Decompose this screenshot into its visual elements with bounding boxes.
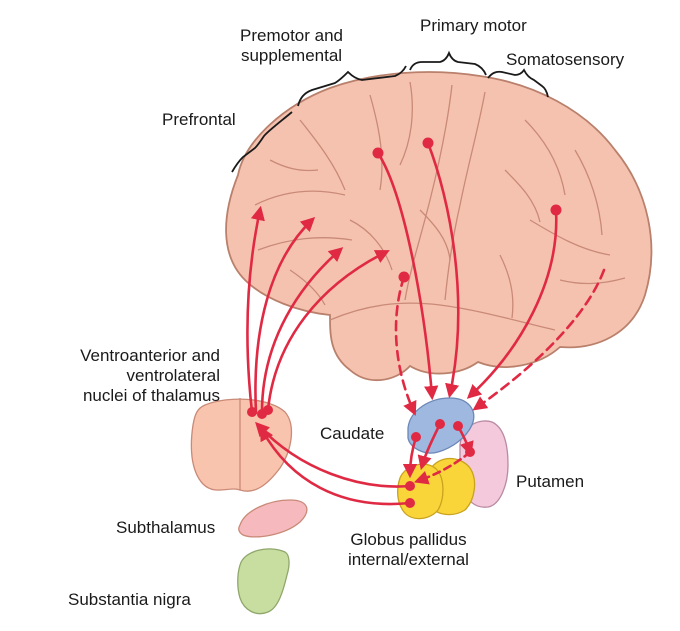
pathway-globus-to-thalamus-1 [255, 421, 412, 488]
prefrontal-bracket [231, 111, 293, 173]
origin-dot-cortex-lower [398, 271, 410, 283]
pathway-somatosensory-to-caudate [466, 208, 558, 399]
thalamus-label: Ventroanterior and ventrolateral nuclei … [80, 346, 220, 406]
subthalamus-label: Subthalamus [116, 518, 216, 537]
pathway-origins [247, 137, 562, 508]
somatosensory-label: Somatosensory [506, 50, 625, 69]
thalamus-shape [190, 398, 293, 492]
cortex-shape [225, 71, 653, 382]
pathway-thalamus-to-premotor [254, 217, 316, 415]
premotor-label-line-2: supplemental [240, 46, 343, 65]
origin-dot-thalamus-1 [247, 407, 257, 417]
origin-dot-motor [422, 137, 434, 149]
putamen-label: Putamen [516, 472, 585, 491]
origin-dot-caudate-2 [453, 421, 463, 431]
substantia-nigra-label: Substantia nigra [68, 590, 191, 609]
pathway-dashed-to-putamen [472, 268, 606, 411]
origin-dot-globus-1 [405, 481, 415, 491]
pathway-dashed-to-caudate [394, 275, 417, 416]
pathway-thalamus-to-motor-1 [260, 247, 344, 414]
thalamus-label-line-2: ventrolateral [126, 366, 220, 385]
premotor-label-line-1: Premotor and [240, 26, 343, 45]
origin-dot-globus-2 [405, 498, 415, 508]
pathway-thalamus-to-prefrontal [246, 205, 265, 414]
pathway-motor-to-caudate [426, 141, 460, 399]
globus-pallidus-label-line-1: Globus pallidus [350, 530, 467, 549]
origin-dot-putamen [465, 447, 475, 457]
globus-pallidus-label: Globus pallidus internal/external [348, 530, 469, 570]
somatosensory-bracket [487, 68, 549, 98]
primary-motor-label: Primary motor [420, 16, 527, 35]
pathway-globus-to-thalamus-2 [259, 426, 412, 506]
thalamus [190, 398, 293, 492]
origin-dot-caudate-1 [435, 419, 445, 429]
pathway-putamen-to-globus [413, 450, 472, 485]
origin-dot-thalamus-3 [263, 405, 273, 415]
subthalamus [238, 499, 308, 538]
origin-dot-premotor [372, 147, 384, 159]
primary-motor-bracket [409, 50, 487, 76]
thalamus-label-line-1: Ventroanterior and [80, 346, 220, 365]
cerebral-cortex [225, 71, 653, 382]
pathway-premotor-to-caudate [376, 151, 439, 401]
globus-pallidus-label-line-2: internal/external [348, 550, 469, 569]
origin-dot-caudate-3 [411, 432, 421, 442]
caudate-label: Caudate [320, 424, 385, 443]
premotor-bracket [297, 65, 407, 107]
substantia-nigra [237, 548, 290, 615]
origin-dot-somatosensory [550, 204, 562, 216]
cortex-sulci [254, 81, 626, 331]
premotor-label: Premotor and supplemental [240, 26, 343, 66]
cortical-region-brackets [231, 50, 549, 173]
pathway-thalamus-to-motor-2 [266, 250, 390, 412]
thalamus-label-line-3: nuclei of thalamus [82, 386, 220, 405]
prefrontal-label: Prefrontal [162, 110, 236, 129]
